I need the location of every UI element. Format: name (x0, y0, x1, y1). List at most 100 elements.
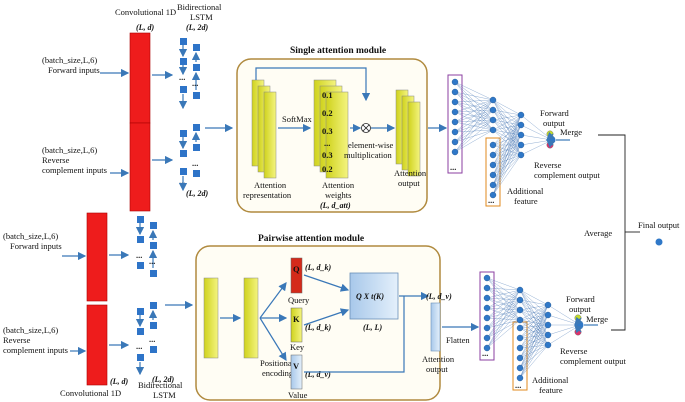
network-node (517, 111, 525, 119)
network-node (489, 116, 497, 124)
conv1d-bar-top-forward (129, 32, 151, 124)
value-V-block (290, 354, 303, 390)
conv1d-bar-bottom-reverse (86, 304, 108, 386)
ellipsis: ... (450, 162, 456, 172)
merge-bottom-label: Merge (586, 314, 608, 324)
network-node (483, 314, 491, 322)
attention-representation-block (251, 79, 277, 179)
network-node (489, 181, 497, 189)
svg-text:...: ... (149, 256, 155, 266)
single-module-title: Single attention module (290, 46, 386, 56)
bilstm-stack-top-reverse: ...... (178, 124, 201, 192)
network-node (516, 334, 524, 342)
svg-text:...: ... (136, 341, 142, 351)
bilstm-top-label-1: Bidirectional (177, 2, 222, 12)
L-dk-query-label: (L, d_k) (305, 263, 332, 272)
svg-text:...: ... (192, 158, 198, 168)
pairwise-attention-output-bar (430, 302, 441, 352)
svg-text:...: ... (149, 334, 155, 344)
network-node (516, 306, 524, 314)
network-node (489, 151, 497, 159)
bilstm-top-label-2: LSTM (190, 12, 213, 22)
dense-network-top: ...... (447, 74, 570, 207)
key-K-block (290, 307, 303, 343)
network-node (516, 296, 524, 304)
bilstm-stack-bottom-reverse: ...... (135, 302, 158, 376)
qkt-block (349, 272, 399, 320)
weight-value-2: 0.2 (322, 108, 333, 118)
weight-value-5: 0.3 (322, 150, 333, 160)
network-node (451, 78, 459, 86)
network-node (489, 126, 497, 134)
network-node (483, 334, 491, 342)
flatten-label: Flatten (446, 335, 470, 345)
positional-encoding-block (243, 277, 259, 359)
network-node (451, 128, 459, 136)
network-node (516, 324, 524, 332)
query-label: Query (288, 295, 310, 305)
network-node (516, 364, 524, 372)
network-node (489, 96, 497, 104)
network-node (544, 341, 552, 349)
qkt-label: Q X t(K) (356, 292, 384, 301)
network-node (489, 171, 497, 179)
network-node (516, 354, 524, 362)
network-node (451, 98, 459, 106)
L-d-bottom-label: (L, d) (110, 377, 129, 386)
L-2d-bottom-label: (L, 2d) (152, 375, 175, 384)
bilstm-stack-bottom-forward: ...... (135, 216, 158, 277)
network-node (451, 138, 459, 146)
svg-text:...: ... (192, 78, 198, 88)
L-dk-key-label: (L, d_k) (305, 323, 332, 332)
input-forward-bottom: (batch_size,L,6)Forward inputs (3, 231, 62, 251)
pairwise-module-title: Pairwise attention module (258, 234, 364, 244)
network-node (517, 141, 525, 149)
L-dv-out-label: (L, d_v) (426, 292, 452, 301)
network-node (517, 151, 525, 159)
network-node (451, 88, 459, 96)
network-node (483, 344, 491, 352)
network-node (483, 274, 491, 282)
average-bracket (598, 134, 626, 331)
merge-top-label: Merge (560, 127, 582, 137)
network-node (544, 311, 552, 319)
network-node (517, 121, 525, 129)
query-Q-block (290, 257, 303, 294)
value-label: Value (288, 390, 308, 400)
network-node (489, 191, 497, 199)
svg-text:...: ... (136, 250, 142, 260)
weight-value-1: 0.1 (322, 90, 333, 100)
network-node (516, 316, 524, 324)
network-node (489, 161, 497, 169)
network-node (451, 108, 459, 116)
network-node (489, 106, 497, 114)
network-node (517, 131, 525, 139)
attention-weights-block (313, 79, 349, 179)
network-node (516, 286, 524, 294)
bilstm-bottom-label-1: Bidirectional (138, 380, 183, 390)
conv1d-bar-bottom-forward (86, 212, 108, 302)
L-d-top-label: (L, d) (136, 23, 155, 32)
weight-value-3: 0.3 (322, 126, 333, 136)
L-dv-label: (L, d_v) (305, 370, 331, 379)
final-output-label: Final output (638, 220, 680, 230)
key-label: Key (290, 342, 305, 352)
network-node (544, 331, 552, 339)
ellipsis: ... (515, 380, 521, 390)
multiplication-operator-icon (361, 123, 371, 133)
Q-letter: Q (293, 264, 300, 274)
network-node (516, 344, 524, 352)
weight-value-6: 0.2 (322, 164, 333, 174)
svg-text:...: ... (179, 176, 185, 186)
conv1d-bottom-label: Convolutional 1D (60, 388, 121, 398)
network-node (451, 148, 459, 156)
